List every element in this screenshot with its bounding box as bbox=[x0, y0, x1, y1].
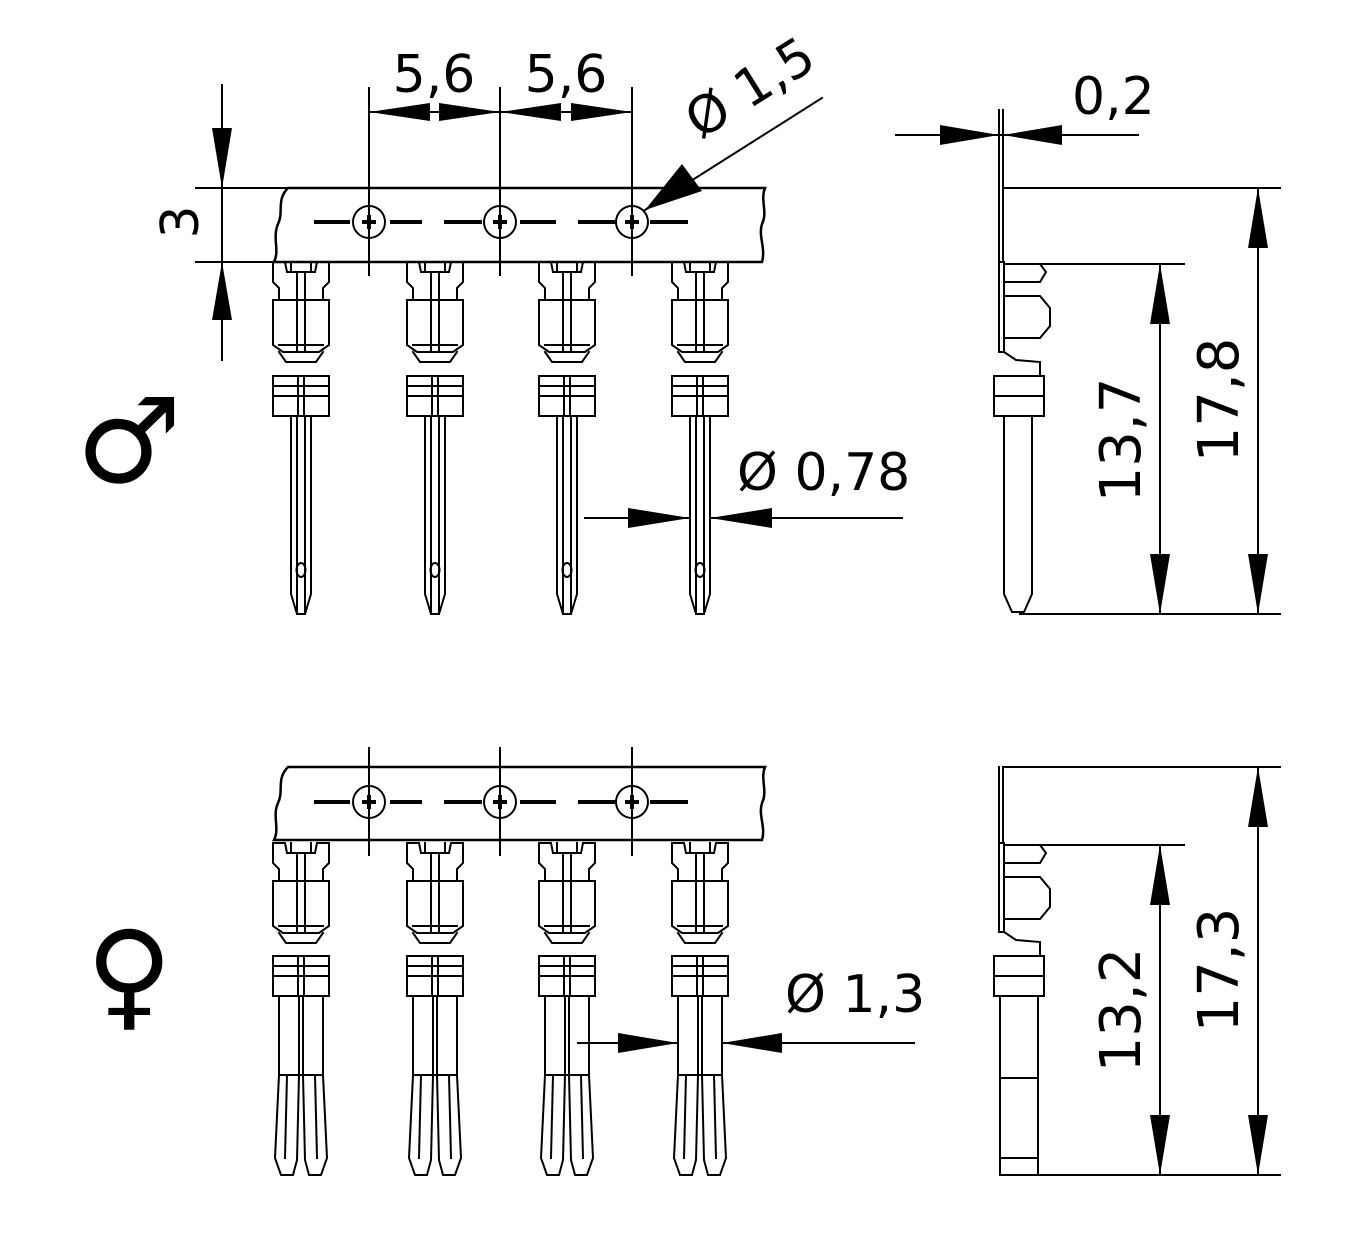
female-contact-1 bbox=[272, 842, 330, 1176]
male-front-view bbox=[271, 166, 767, 615]
male-pin-diameter-dimension: Ø 0,78 bbox=[584, 443, 910, 528]
female-side-view bbox=[993, 766, 1051, 1176]
male-contact-3 bbox=[538, 261, 596, 615]
female-front-view bbox=[271, 747, 767, 1176]
male-symbol: ♂ bbox=[76, 372, 182, 510]
female-length-dimensions: 13,2 17,3 bbox=[1002, 766, 1281, 1176]
strip-width-dimension: 3 bbox=[151, 84, 289, 361]
pitch-label-1: 5,6 bbox=[393, 45, 476, 105]
female-length-inner-label: 13,2 bbox=[1089, 948, 1154, 1073]
pitch-dimension: 5,6 5,6 bbox=[368, 45, 633, 168]
female-carrier-strip bbox=[271, 765, 767, 842]
female-contact-2 bbox=[406, 842, 464, 1176]
male-length-inner-label: 13,7 bbox=[1089, 378, 1154, 503]
female-symbol: ♀ bbox=[86, 905, 172, 1043]
female-diameter-dimension: Ø 1,3 bbox=[577, 965, 925, 1053]
female-contact-3 bbox=[538, 842, 596, 1176]
male-side-view bbox=[993, 109, 1051, 613]
hole-diameter-dimension: Ø 1,5 bbox=[643, 26, 826, 212]
strip-thickness-dimension: 0,2 bbox=[895, 67, 1155, 145]
strip-width-label: 3 bbox=[151, 205, 211, 238]
male-length-total-label: 17,8 bbox=[1187, 338, 1252, 463]
female-length-total-label: 17,3 bbox=[1187, 908, 1252, 1033]
female-diameter-label: Ø 1,3 bbox=[785, 965, 925, 1025]
male-length-dimensions: 13,7 17,8 bbox=[1002, 187, 1281, 615]
female-contact-4 bbox=[671, 842, 729, 1176]
male-contact-2 bbox=[406, 261, 464, 615]
hole-diameter-label: Ø 1,5 bbox=[675, 26, 826, 151]
male-contact-1 bbox=[272, 261, 330, 615]
male-pin-diameter-label: Ø 0,78 bbox=[737, 443, 910, 503]
male-carrier-strip bbox=[271, 186, 767, 264]
pitch-label-2: 5,6 bbox=[525, 45, 608, 105]
strip-thickness-label: 0,2 bbox=[1072, 67, 1155, 127]
male-contact-4 bbox=[671, 261, 729, 615]
